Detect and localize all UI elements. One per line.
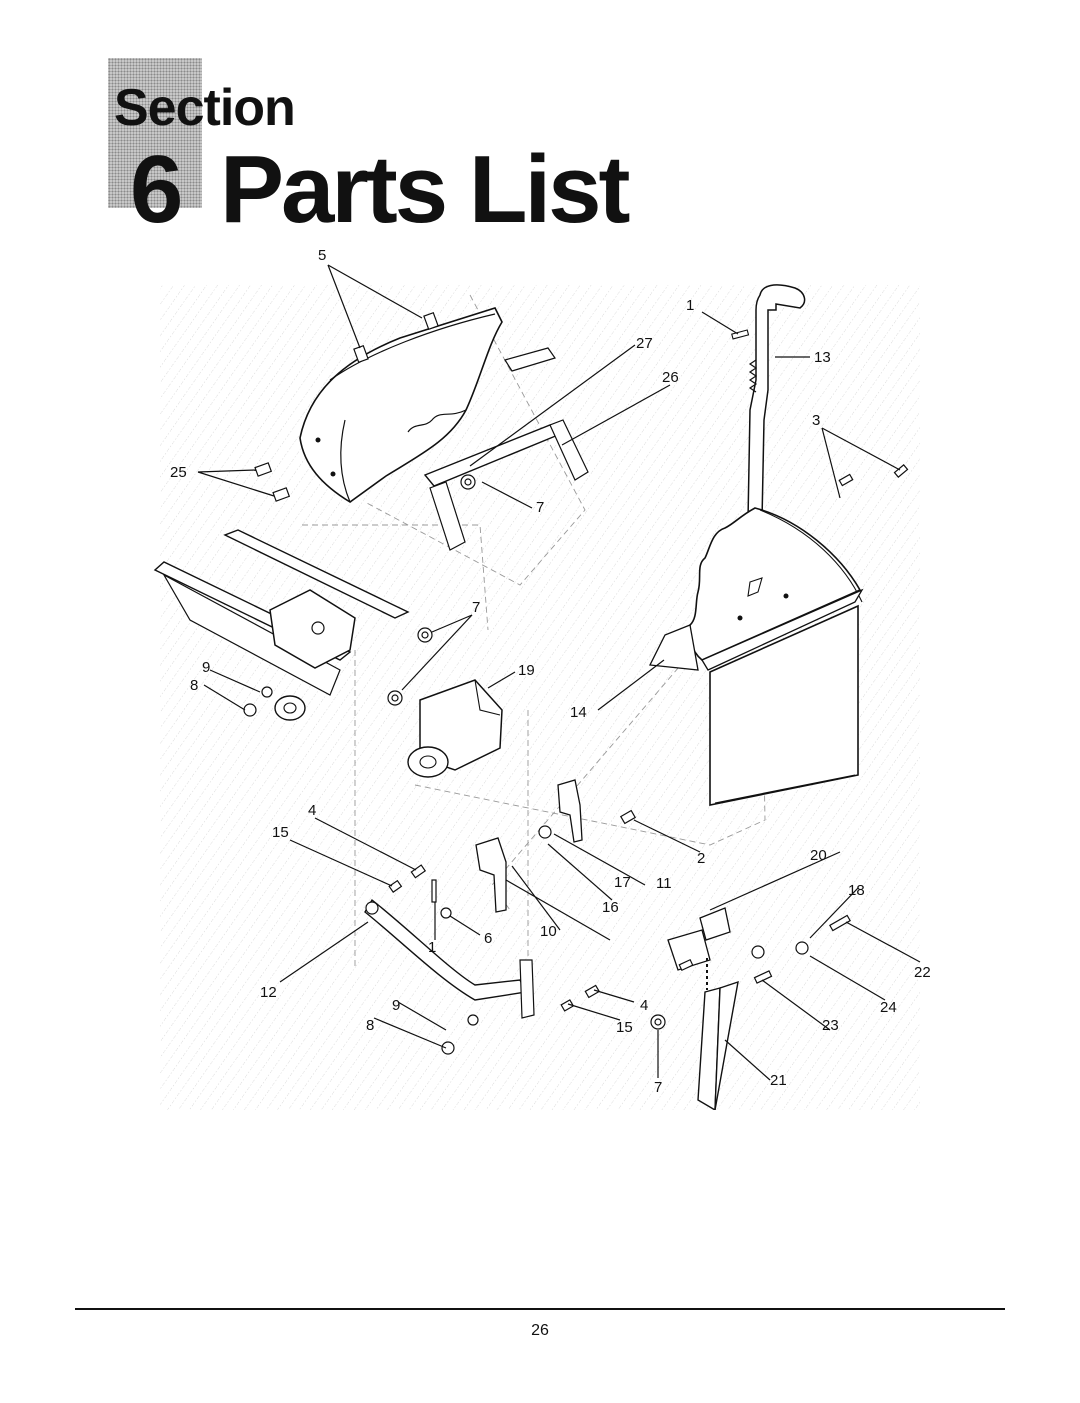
upper-bracket xyxy=(423,347,589,551)
callout-23: 23 xyxy=(822,1017,839,1034)
callout-1-top: 1 xyxy=(686,297,694,314)
callout-leaders xyxy=(197,264,921,1081)
callout-13: 13 xyxy=(814,349,831,366)
section-header: Section 6 Parts List xyxy=(108,58,630,238)
callout-20: 20 xyxy=(810,847,827,864)
callout-numbers: 5 25 1 27 26 13 3 7 7 9 8 19 14 4 15 2 2… xyxy=(170,247,930,1096)
callout-25: 25 xyxy=(170,464,187,481)
callout-19: 19 xyxy=(518,662,535,679)
depth-stake xyxy=(667,907,739,1110)
callout-9-upper: 9 xyxy=(202,659,210,676)
callout-12: 12 xyxy=(260,984,277,1001)
section-shade-block xyxy=(108,58,202,208)
callout-9-lower: 9 xyxy=(392,997,400,1014)
page-number: 26 xyxy=(531,1322,549,1339)
callout-16: 16 xyxy=(602,899,619,916)
callout-7-upper: 7 xyxy=(536,499,544,516)
page-title: Parts List xyxy=(220,136,630,243)
callout-18: 18 xyxy=(848,882,865,899)
callout-2: 2 xyxy=(697,850,705,867)
callout-4-upper: 4 xyxy=(308,802,316,819)
callout-15-lower: 15 xyxy=(616,1019,633,1036)
exploded-view-drawing: 5 25 1 27 26 13 3 7 7 9 8 19 14 4 15 2 2… xyxy=(153,247,930,1110)
callout-7-middle: 7 xyxy=(472,599,480,616)
upper-shield xyxy=(299,307,503,503)
callout-26: 26 xyxy=(662,369,679,386)
callout-3: 3 xyxy=(812,412,820,429)
hardware xyxy=(243,311,909,1055)
lift-handle xyxy=(731,284,806,521)
callout-10: 10 xyxy=(540,923,557,940)
callout-4-lower: 4 xyxy=(640,997,648,1014)
callout-8-upper: 8 xyxy=(190,677,198,694)
callout-17: 17 xyxy=(614,874,631,891)
linkage-brackets xyxy=(364,779,583,1019)
callout-22: 22 xyxy=(914,964,930,981)
callout-8-lower: 8 xyxy=(366,1017,374,1034)
parts-diagram: 5 25 1 27 26 13 3 7 7 9 8 19 14 4 15 2 2… xyxy=(150,240,930,1110)
callout-14: 14 xyxy=(570,704,587,721)
footer-rule xyxy=(75,1308,1005,1310)
section-label: Section xyxy=(114,79,296,137)
callout-7-lower: 7 xyxy=(654,1079,662,1096)
callout-5: 5 xyxy=(318,247,326,264)
callout-6: 6 xyxy=(484,930,492,947)
callout-24: 24 xyxy=(880,999,897,1016)
transmission-assembly xyxy=(153,529,503,778)
deflector-shield xyxy=(648,507,864,806)
assembly-guides xyxy=(302,294,766,980)
callout-21: 21 xyxy=(770,1072,787,1089)
callout-27: 27 xyxy=(636,335,653,352)
callout-1-lower: 1 xyxy=(428,939,436,956)
callout-11: 11 xyxy=(656,875,672,892)
section-number: 6 xyxy=(130,136,184,243)
callout-15-upper: 15 xyxy=(272,824,289,841)
